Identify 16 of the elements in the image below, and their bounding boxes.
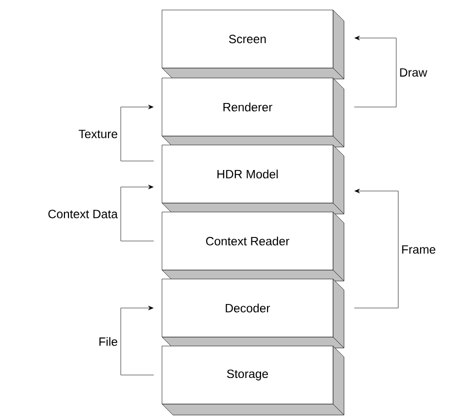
layer-box: Screen bbox=[162, 10, 344, 80]
edge-label: Draw bbox=[400, 68, 428, 77]
arrow bbox=[120, 306, 154, 376]
edge-label: File bbox=[99, 337, 118, 346]
edge-label: Texture bbox=[78, 130, 118, 138]
arrow bbox=[120, 184, 154, 242]
layer-box: Renderer bbox=[162, 78, 344, 148]
layer-box: HDR Model bbox=[162, 144, 344, 214]
layer-box: Decoder bbox=[162, 278, 344, 348]
arrow bbox=[120, 104, 154, 162]
layer-box: Storage bbox=[162, 346, 344, 416]
edge-label: Frame bbox=[402, 245, 436, 254]
edge-label: Context Data bbox=[48, 210, 118, 218]
layer-box: Context Reader bbox=[162, 212, 344, 282]
arrow bbox=[354, 36, 396, 108]
arrow bbox=[354, 188, 398, 308]
